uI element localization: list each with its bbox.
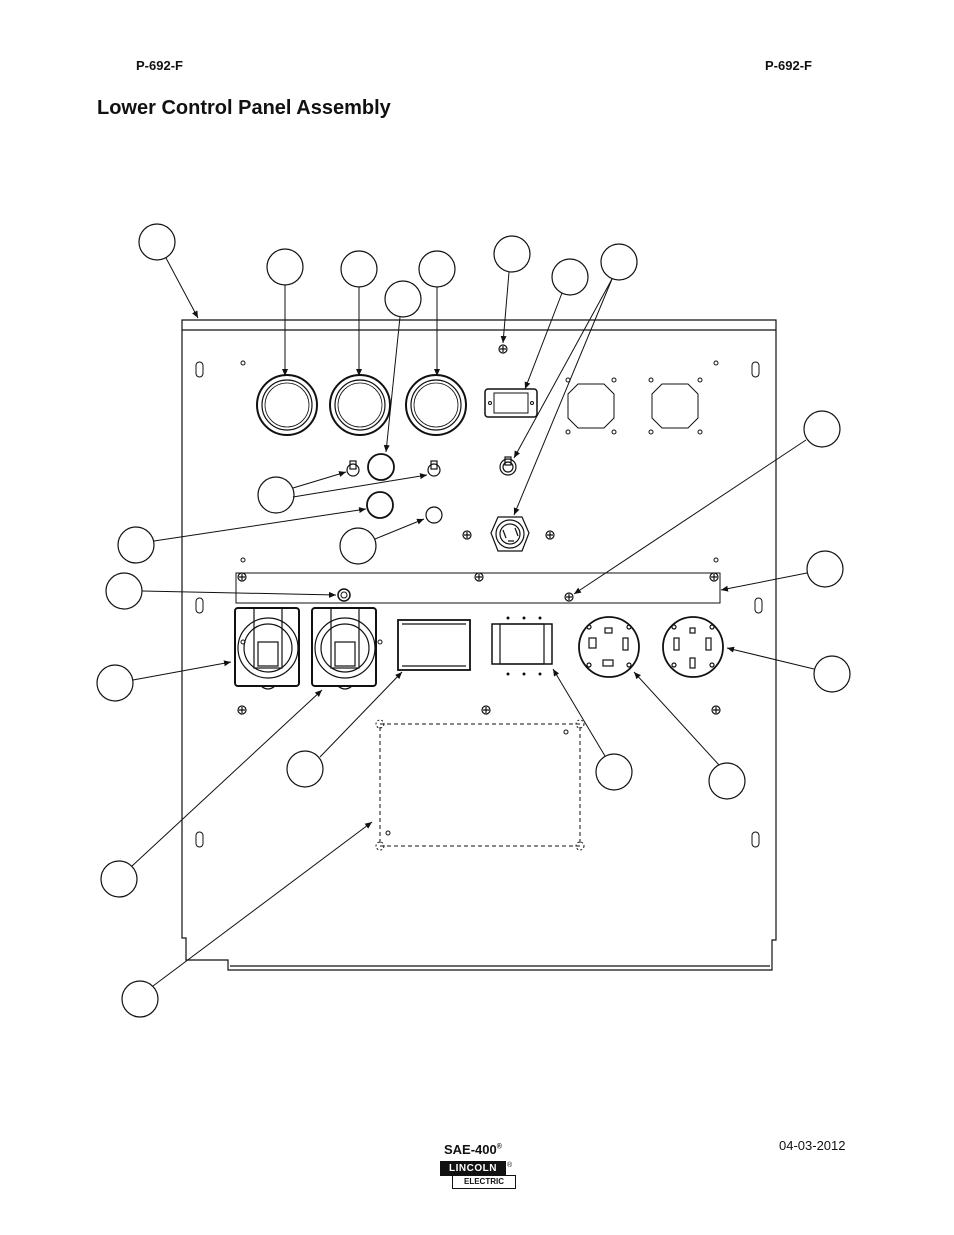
panel-slots [195,361,763,848]
twist-lock-receptacle [490,516,530,552]
lincoln-electric-logo: LINCOLN ® ELECTRIC [440,1161,516,1189]
model-mark: ® [496,1143,502,1151]
callout-circle [806,550,844,588]
revision-date: 04-03-2012 [779,1138,846,1153]
callout-circle [600,243,638,281]
breaker-screws [506,616,542,676]
callout-circle [813,655,851,693]
model-name: SAE-400® [444,1142,502,1157]
callout-circle [384,280,422,318]
part-code-left: P-692-F [136,58,183,73]
model-text: SAE-400 [444,1142,497,1157]
callout-circle [595,753,633,791]
callout-circle [551,258,589,296]
leader-lines [131,257,815,987]
callout-circle [96,664,134,702]
callout-circle [418,250,456,288]
callout-circle [257,476,295,514]
callout-circle [105,572,143,610]
callout-circle [340,250,378,288]
callout-circles [96,223,851,1018]
callout-circle [708,762,746,800]
logo-line2: ELECTRIC [452,1175,516,1189]
panel-screws [237,344,721,715]
callout-circle [493,235,531,273]
callout-circle [138,223,176,261]
logo-mark: ® [507,1162,513,1169]
panel-outline [181,319,777,971]
callout-circle [803,410,841,448]
callout-circle [117,526,155,564]
page-title: Lower Control Panel Assembly [97,97,391,119]
logo-line1: LINCOLN [440,1161,506,1176]
callout-circle [339,527,377,565]
switches-and-lamps [346,453,517,524]
callout-circle [266,248,304,286]
ac-receptacles [578,616,724,678]
output-terminals [234,607,377,690]
hour-meter [484,388,538,418]
mounting-bracket [235,572,721,604]
callout-circle [100,860,138,898]
part-code-right: P-692-F [765,58,812,73]
callout-circle [286,750,324,788]
circuit-breakers [397,619,553,671]
callout-circle [121,980,159,1018]
decal-area [375,719,585,851]
octagon-knockouts [567,383,699,429]
meter-gauges [256,374,467,436]
